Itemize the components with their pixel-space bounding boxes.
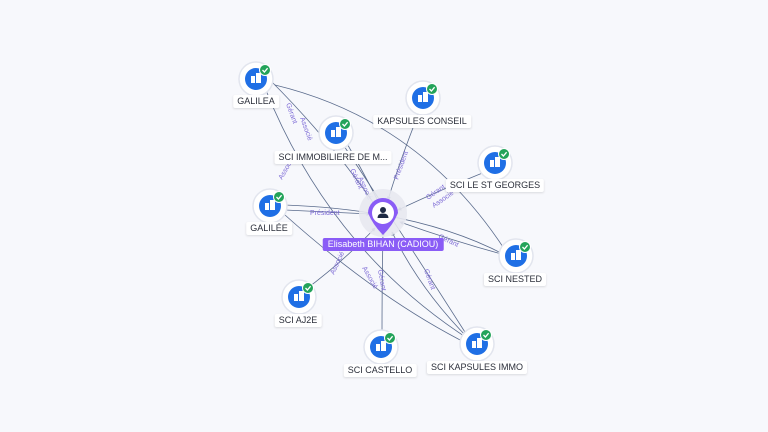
- edge-galilea-3: [264, 87, 471, 341]
- node-galilea[interactable]: [238, 61, 274, 97]
- node-label-sci-castello[interactable]: SCI CASTELLO: [343, 364, 417, 377]
- building-icon: [265, 200, 275, 210]
- node-kapsules-conseil[interactable]: [405, 80, 441, 116]
- node-label-sci-le-st-georges[interactable]: SCI LE ST GEORGES: [445, 179, 545, 192]
- check-icon: [259, 64, 271, 76]
- check-icon: [498, 148, 510, 160]
- check-icon: [302, 282, 314, 294]
- building-icon: [490, 157, 500, 167]
- node-label-kapsules-conseil[interactable]: KAPSULES CONSEIL: [373, 115, 471, 128]
- edge-galilee-3: [284, 214, 471, 346]
- building-icon: [331, 127, 341, 137]
- node-sci-nested[interactable]: [498, 238, 534, 274]
- building-icon: [294, 291, 304, 301]
- check-icon: [384, 332, 396, 344]
- edge-label: Gérant: [284, 102, 298, 125]
- node-label-sci-immobiliere[interactable]: SCI IMMOBILIERE DE M...: [274, 151, 392, 164]
- center-node[interactable]: [359, 189, 407, 237]
- node-sci-immobiliere[interactable]: [318, 115, 354, 151]
- node-label-sci-nested[interactable]: SCI NESTED: [483, 273, 547, 286]
- node-sci-kapsules-immo[interactable]: [459, 326, 495, 362]
- edge-sci-aj2e: [304, 227, 376, 291]
- node-label-sci-kapsules-immo[interactable]: SCI KAPSULES IMMO: [426, 361, 528, 374]
- edge-sci-le-st-georges: [397, 169, 491, 211]
- edge-label: Président: [393, 150, 410, 180]
- edge-galilea-2: [274, 84, 506, 251]
- building-icon: [251, 73, 261, 83]
- node-label-galilea[interactable]: GALILEA: [233, 95, 279, 108]
- check-icon: [480, 329, 492, 341]
- node-sci-castello[interactable]: [363, 329, 399, 365]
- edge-label: Gérant: [376, 269, 387, 291]
- edge-label: Associé: [298, 116, 313, 142]
- center-node-label[interactable]: Elisabeth BIHAN (CADIOU): [322, 238, 444, 251]
- node-galilee[interactable]: [252, 188, 288, 224]
- check-icon: [273, 191, 285, 203]
- node-sci-le-st-georges[interactable]: [477, 145, 513, 181]
- node-label-sci-aj2e[interactable]: SCI AJ2E: [274, 314, 322, 327]
- node-sci-aj2e[interactable]: [281, 279, 317, 315]
- building-icon: [376, 341, 386, 351]
- person-icon: [377, 207, 389, 218]
- edge-label: Président: [310, 210, 340, 217]
- edge-sci-nested: [399, 221, 506, 256]
- edge-galilee-2: [284, 204, 506, 256]
- building-icon: [472, 338, 482, 348]
- edge-label: Associé: [360, 266, 378, 291]
- check-icon: [339, 118, 351, 130]
- node-label-galilee[interactable]: GALILÉE: [246, 222, 292, 235]
- check-icon: [426, 83, 438, 95]
- check-icon: [519, 241, 531, 253]
- nodes: [238, 61, 534, 365]
- building-icon: [418, 92, 428, 102]
- edge-label: Gérant: [422, 268, 436, 291]
- building-icon: [511, 250, 521, 260]
